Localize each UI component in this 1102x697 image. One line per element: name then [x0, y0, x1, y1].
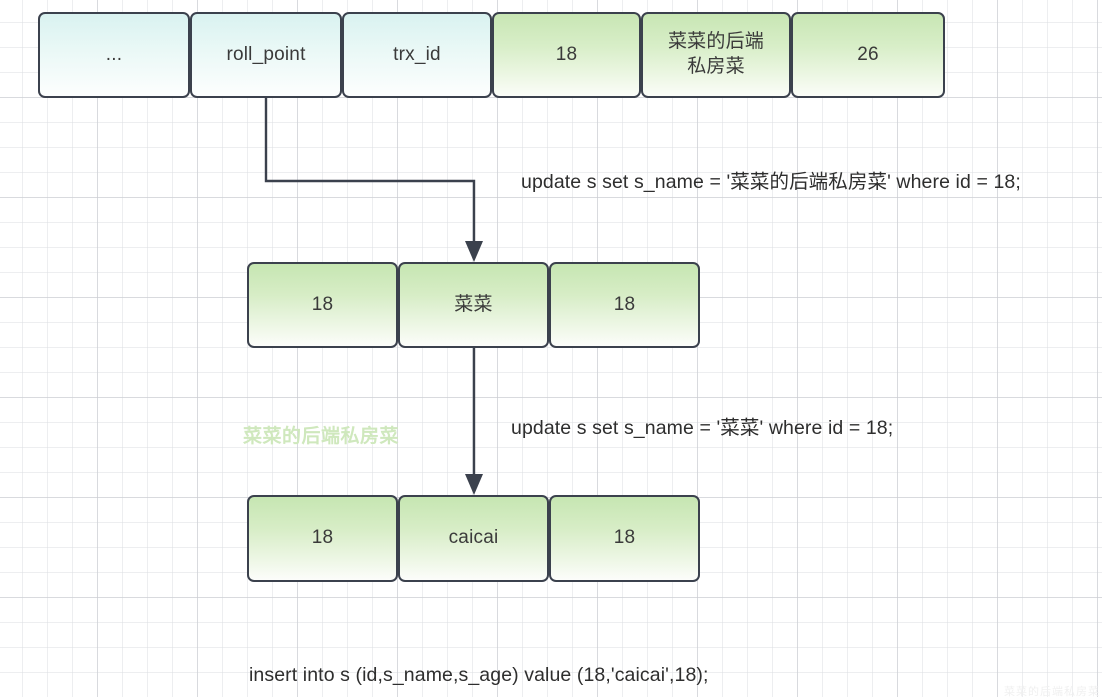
undo-cell-s-age: 26 [791, 12, 945, 98]
arrowhead-bottom [465, 474, 483, 495]
sql-label-update-1: update s set s_name = '菜菜的后端私房菜' where i… [521, 171, 1021, 193]
sql-label-update-2: update s set s_name = '菜菜' where id = 18… [511, 417, 894, 439]
mid-cell-s-name: 菜菜 [398, 262, 549, 348]
undo-cell-roll-point: roll_point [190, 12, 342, 98]
watermark-text: 菜菜的后端私房菜 [243, 426, 400, 447]
mid-cell-s-age: 18 [549, 262, 700, 348]
bottom-cell-s-age: 18 [549, 495, 700, 582]
undo-cell-trx-id: trx_id [342, 12, 492, 98]
bottom-cell-s-name: caicai [398, 495, 549, 582]
bottom-cell-id: 18 [247, 495, 398, 582]
undo-cell-ellipsis: ... [38, 12, 190, 98]
connector-rollpoint-to-middle [264, 98, 476, 248]
mid-cell-id: 18 [247, 262, 398, 348]
undo-cell-s-name: 菜菜的后端 私房菜 [641, 12, 791, 98]
undo-cell-id: 18 [492, 12, 641, 98]
arrowhead-middle [465, 241, 483, 262]
corner-watermark: 菜菜的后端私房菜 [1004, 686, 1100, 697]
sql-label-insert: insert into s (id,s_name,s_age) value (1… [249, 664, 709, 686]
